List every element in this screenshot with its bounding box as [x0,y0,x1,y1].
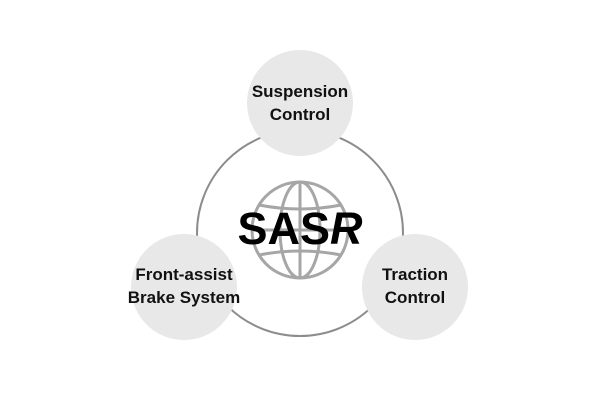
label-line: Suspension [251,82,349,101]
globe-icon [250,180,350,280]
label-front-assist-brake-system: Front-assist Brake System [94,263,274,309]
label-traction-control: Traction Control [325,263,505,309]
label-suspension-control: Suspension Control [210,80,390,126]
label-line: Brake System [127,288,241,307]
node-suspension-control [247,50,353,156]
center-title: SASR [237,203,362,255]
center-title-suffix: R [330,203,363,254]
label-line: Control [384,288,446,307]
node-traction-control [362,234,468,340]
center-title-prefix: SAS [237,203,331,254]
node-front-assist-brake-system [131,234,237,340]
label-line: Control [269,105,331,124]
label-line: Front-assist [135,265,233,284]
label-line: Traction [381,265,449,284]
